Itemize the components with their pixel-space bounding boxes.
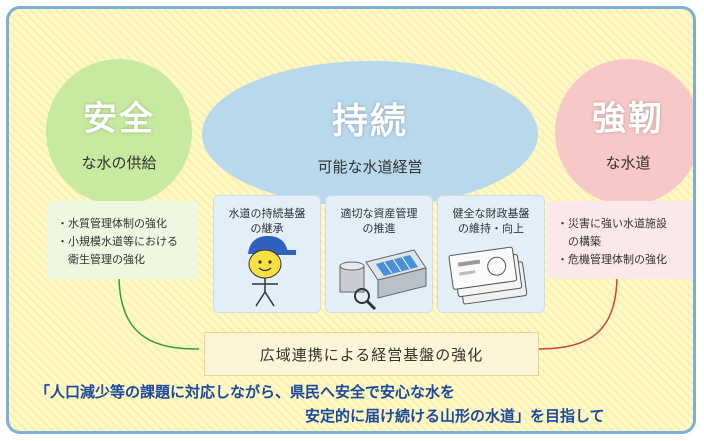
anzen-item: ・水質管理体制の強化 [57,217,167,230]
kyojin-item: の構築 [557,235,601,248]
jizoku-subtitle: 可能な水道経営 [317,157,423,176]
anzen-title: 安全 [83,99,155,139]
anzen-detail-box: ・水質管理体制の強化 ・小規模水道等における 衛生管理の強化 [47,201,198,279]
succession-line2: の継承 [250,222,284,235]
jizoku-detail-box-succession: 水道の持続基盤 の継承 [213,195,321,313]
bills-icon [448,246,528,305]
worker-icon [248,236,296,307]
kyojin-circle: 強靭 な水道 [555,59,693,205]
succession-line1: 水道の持続基盤 [228,207,306,220]
finance-line2: の維持・向上 [458,222,524,235]
assets-line2: の推進 [362,222,396,235]
red-connector-line [533,274,618,350]
finance-line1: 健全な財政基盤 [452,207,530,220]
kyojin-title: 強靭 [592,99,664,139]
anzen-item: ・小規模水道等における [57,235,178,248]
kyojin-detail-box: ・災害に強い水道施設 の構築 ・危機管理体制の強化 [547,201,693,279]
regional-cooperation-box: 広域連携による経営基盤の強化 [204,332,539,376]
facility-icon [339,249,427,311]
connector-lines [118,274,618,350]
kyojin-subtitle: な水道 [605,154,651,172]
kyojin-item: ・災害に強い水道施設 [557,217,667,230]
jizoku-ellipse: 持続 可能な水道経営 [202,61,538,207]
anzen-subtitle: な水の供給 [81,154,157,172]
anzen-item: 衛生管理の強化 [57,253,145,266]
slogan-line2: 安定的に届け続ける山形の水道」を目指して [305,407,605,425]
jizoku-detail-box-assets: 適切な資産管理 の推進 [325,195,433,313]
anzen-circle: 安全 な水の供給 [46,59,192,205]
slogan-line1: 「人口減少等の課題に対応しながら、県民へ安全で安心な水を [35,383,456,401]
kyojin-item: ・危機管理体制の強化 [557,253,667,266]
assets-line1: 適切な資産管理 [340,207,418,220]
green-connector-line [118,274,200,350]
jizoku-detail-box-finance: 健全な財政基盤 の維持・向上 [437,195,545,313]
diagram-frame: 安全 な水の供給 強靭 な水道 持続 可能な水道経営 ・水質管理体制の強化 ・小… [6,6,696,434]
jizoku-title: 持続 [331,100,408,142]
